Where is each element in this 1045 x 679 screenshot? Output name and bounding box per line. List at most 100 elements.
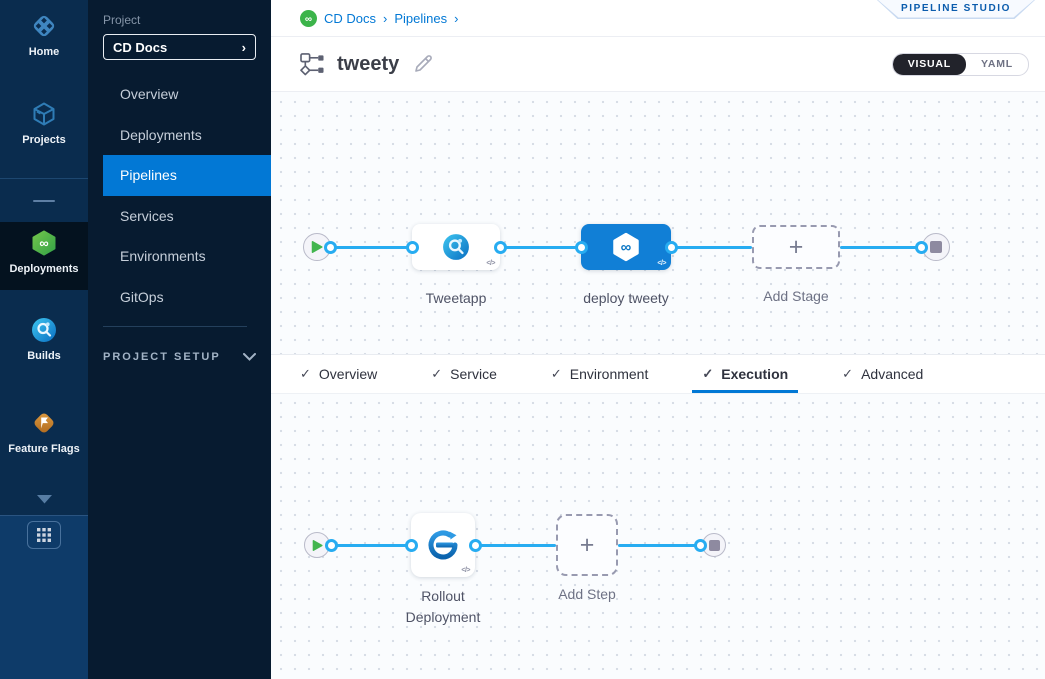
rail-collapse-handle[interactable]	[0, 178, 88, 223]
code-badge: </>	[657, 260, 666, 267]
sidebar-item-label: Builds	[27, 350, 61, 362]
flow-line	[475, 543, 556, 547]
menu-item-gitops[interactable]: GitOps	[88, 277, 271, 318]
link-dot	[404, 538, 418, 552]
tab-execution[interactable]: ✓ Execution	[692, 355, 798, 393]
ci-build-stage-icon	[443, 234, 469, 260]
project-selector[interactable]: CD Docs ›	[103, 34, 256, 60]
cd-hexagon-icon: ∞	[32, 230, 56, 256]
breadcrumb-link-pipelines[interactable]: Pipelines	[394, 10, 448, 26]
svg-text:∞: ∞	[621, 239, 632, 256]
tab-service[interactable]: ✓ Service	[421, 355, 507, 393]
tab-label: Advanced	[861, 366, 924, 382]
stage-node-tweetapp[interactable]: </>	[412, 224, 500, 270]
menu-item-pipelines[interactable]: Pipelines	[103, 155, 271, 196]
sidebar-item-label: Deployments	[9, 263, 79, 275]
link-dot	[493, 240, 507, 254]
module-rail: Home Projects ∞ Deployments	[0, 0, 88, 679]
play-icon	[311, 241, 323, 253]
title-bar: tweety VISUAL YAML	[271, 37, 1045, 92]
step-node-rollout-deployment[interactable]: </>	[411, 513, 475, 577]
breadcrumb: ∞ CD Docs › Pipelines › PIPELINE STUDIO	[271, 0, 1045, 37]
pipeline-studio-badge: PIPELINE STUDIO	[877, 0, 1035, 19]
harness-logo-icon	[33, 15, 55, 37]
flow-line	[840, 245, 922, 249]
cd-deploy-stage-icon: ∞	[613, 232, 639, 262]
project-setup-label: PROJECT SETUP	[103, 351, 221, 363]
panel-divider	[103, 326, 247, 327]
project-menu: Overview Deployments Pipelines Services …	[88, 74, 271, 317]
add-step-button[interactable]: +	[556, 514, 618, 576]
add-stage-label: Add Stage	[763, 288, 829, 304]
tab-environment[interactable]: ✓ Environment	[541, 355, 659, 393]
menu-item-environments[interactable]: Environments	[88, 236, 271, 277]
tab-label: Execution	[721, 366, 789, 382]
project-section-label: Project	[103, 13, 141, 27]
rail-more-modules[interactable]	[0, 495, 88, 504]
tab-advanced[interactable]: ✓ Advanced	[832, 355, 933, 393]
cd-module-icon: ∞	[300, 9, 317, 27]
rolling-deployment-icon	[428, 530, 458, 560]
breadcrumb-link-project[interactable]: CD Docs	[324, 10, 377, 26]
project-panel: Project CD Docs › Overview Deployments P…	[88, 0, 271, 679]
chevron-right-icon: ›	[241, 39, 246, 55]
stage-node-deploy-tweety[interactable]: ∞ </>	[581, 224, 671, 270]
plus-icon: +	[788, 232, 804, 261]
toggle-visual[interactable]: VISUAL	[892, 53, 967, 75]
menu-item-overview[interactable]: Overview	[88, 74, 271, 115]
menu-item-deployments[interactable]: Deployments	[88, 115, 271, 156]
play-icon	[312, 539, 323, 551]
link-dot	[664, 240, 678, 254]
flow-line	[331, 543, 411, 547]
svg-text:∞: ∞	[305, 13, 312, 24]
flow-line	[618, 543, 700, 547]
page-title: tweety	[337, 52, 400, 75]
stage-canvas[interactable]: </> ∞ </> + Tweetapp deploy tweety	[271, 92, 1045, 354]
module-grid-button[interactable]	[27, 521, 61, 549]
flow-line	[330, 245, 412, 249]
project-name: CD Docs	[113, 39, 168, 55]
link-dot	[405, 240, 419, 254]
link-dot	[468, 538, 482, 552]
main-content: ∞ CD Docs › Pipelines › PIPELINE STUDIO …	[271, 0, 1045, 679]
chevron-down-icon	[243, 353, 256, 361]
sidebar-item-builds[interactable]: Builds	[0, 317, 88, 362]
sidebar-item-deployments[interactable]: ∞ Deployments	[0, 222, 88, 290]
stage-label: deploy tweety	[583, 290, 669, 306]
project-setup-toggle[interactable]: PROJECT SETUP	[103, 351, 256, 363]
check-icon: ✓	[300, 366, 311, 381]
link-dot	[324, 538, 338, 552]
step-label-line2: Deployment	[405, 609, 481, 625]
check-icon: ✓	[431, 366, 443, 381]
sidebar-item-label: Feature Flags	[8, 443, 80, 455]
menu-item-label: Services	[120, 207, 174, 224]
svg-text:∞: ∞	[39, 236, 48, 251]
tab-overview[interactable]: ✓ Overview	[290, 355, 387, 393]
collapse-dash-icon	[33, 200, 55, 202]
chevron-down-icon	[36, 495, 52, 504]
plus-icon: +	[579, 530, 595, 559]
menu-item-services[interactable]: Services	[88, 196, 271, 237]
menu-item-label: Deployments	[120, 126, 202, 143]
breadcrumb-separator: ›	[383, 10, 388, 26]
menu-item-label: Overview	[120, 86, 179, 103]
add-step-label: Add Step	[558, 586, 616, 602]
ci-circle-icon	[32, 318, 56, 342]
stage-label: Tweetapp	[425, 290, 487, 306]
grid-icon	[37, 528, 51, 542]
sidebar-item-home[interactable]: Home	[0, 13, 88, 58]
stop-icon	[930, 241, 942, 253]
edit-title-button[interactable]	[413, 54, 433, 74]
sidebar-item-label: Home	[28, 46, 60, 58]
sidebar-item-projects[interactable]: Projects	[0, 101, 88, 146]
menu-item-label: GitOps	[120, 288, 164, 305]
toggle-yaml[interactable]: YAML	[981, 57, 1013, 70]
stop-icon	[708, 539, 720, 551]
add-stage-button[interactable]: +	[752, 225, 840, 269]
sidebar-item-feature-flags[interactable]: Feature Flags	[0, 410, 88, 455]
code-badge: </>	[461, 567, 470, 574]
execution-canvas[interactable]: </> + Rollout Deployment Add Step	[271, 393, 1045, 679]
pencil-icon	[415, 55, 433, 72]
check-icon: ✓	[842, 366, 854, 381]
